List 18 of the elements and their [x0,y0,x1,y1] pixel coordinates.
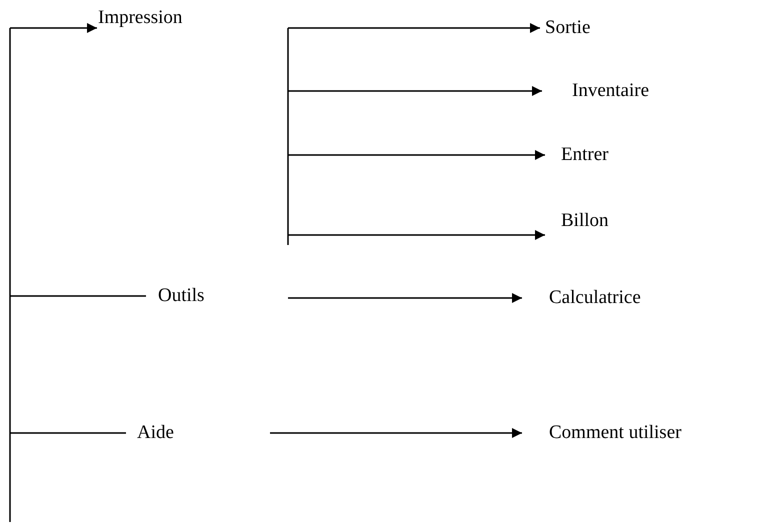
menu-item-label: Aide [137,422,174,444]
arrow [288,293,522,303]
arrow [288,86,542,96]
menu-item-label: Entrer [561,144,608,166]
menu-item-label: Billon [561,210,609,232]
connector-line [10,295,146,297]
menu-item-label: Sortie [545,17,590,39]
menu-item-label: Outils [158,285,204,307]
menu-item-label: Calculatrice [549,287,641,309]
arrow [288,150,545,160]
arrow [288,230,545,240]
arrow [270,428,522,438]
arrow [288,23,540,33]
connector-line [10,432,126,434]
menu-item-label: Inventaire [572,80,650,102]
menu-item-label: Impression [98,7,182,29]
arrow [10,23,97,33]
menu-item-label: Comment utiliser [549,422,682,444]
